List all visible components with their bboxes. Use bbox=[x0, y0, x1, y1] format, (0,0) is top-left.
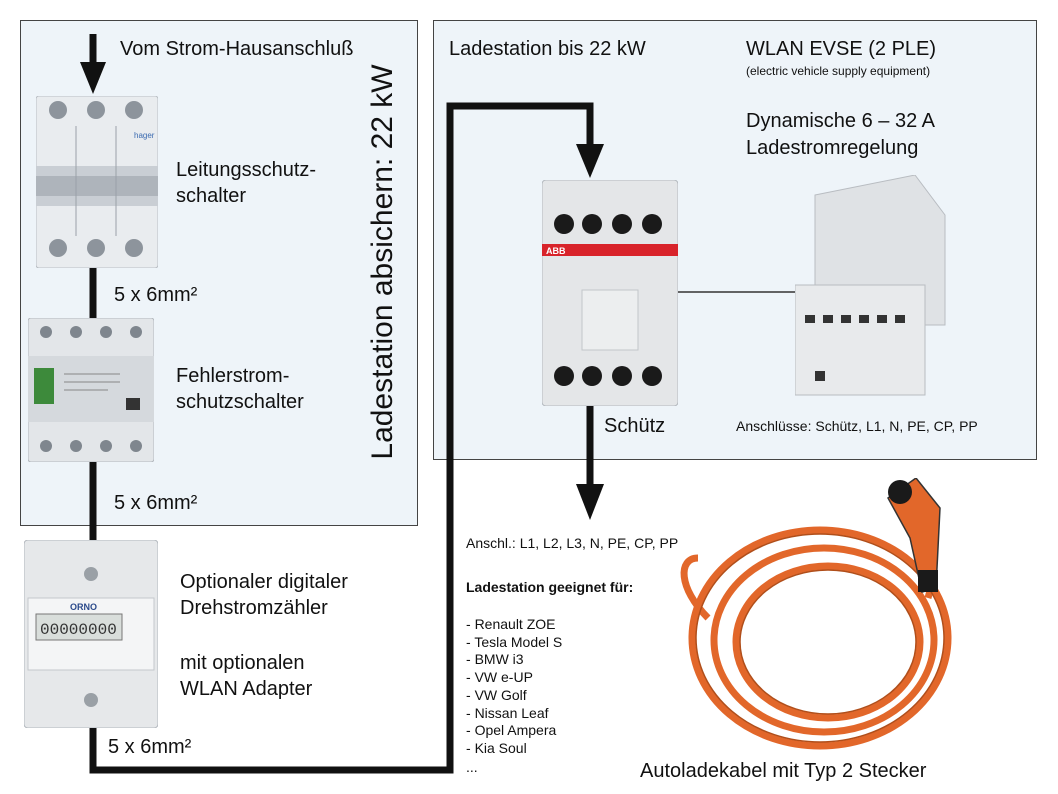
meter-label-3: mit optionalen bbox=[180, 652, 305, 674]
evse-feature-1: Dynamische 6 – 32 A bbox=[746, 110, 935, 132]
evse-subtitle: (electric vehicle supply equipment) bbox=[746, 64, 931, 78]
evse-device bbox=[795, 175, 946, 396]
cable-label: Autoladekabel mit Typ 2 Stecker bbox=[640, 760, 927, 782]
mcb-brand-text: hager bbox=[134, 131, 155, 140]
vehicle-item: Tesla Model S bbox=[466, 634, 562, 652]
vehicle-item: Opel Ampera bbox=[466, 722, 562, 740]
evse-connections: Anschlüsse: Schütz, L1, N, PE, CP, PP bbox=[736, 418, 978, 434]
mcb-label-1: Leitungsschutz- bbox=[176, 159, 317, 181]
cable-spec-2: 5 x 6mm² bbox=[114, 492, 198, 514]
vehicle-item: BMW i3 bbox=[466, 651, 562, 669]
arrow-house-feed bbox=[80, 62, 106, 94]
meter-label-1: Optionaler digitaler bbox=[180, 571, 348, 593]
vehicle-item: VW e-UP bbox=[466, 669, 562, 687]
wire-meter-station bbox=[89, 102, 594, 774]
vehicle-list-more: ... bbox=[466, 759, 478, 775]
rcd-label-2: schutzschalter bbox=[176, 391, 304, 413]
rcd-label-1: Fehlerstrom- bbox=[176, 365, 290, 387]
energy-meter-device: 00000000 ORNO bbox=[24, 540, 158, 728]
charging-station-title: Ladestation bis 22 kW bbox=[449, 38, 646, 60]
house-connection-title: Vom Strom-Hausanschluß bbox=[120, 38, 354, 60]
evse-title: WLAN EVSE (2 PLE) bbox=[746, 38, 937, 60]
mcb-label-2: schalter bbox=[176, 185, 247, 207]
contactor-device: ABB bbox=[542, 180, 678, 406]
vehicle-item: Renault ZOE bbox=[466, 616, 562, 634]
suitable-heading: Ladestation geeignet für: bbox=[466, 579, 634, 595]
vehicle-list: Renault ZOE Tesla Model S BMW i3 VW e-UP… bbox=[466, 616, 562, 758]
cable-spec-3: 5 x 6mm² bbox=[108, 736, 192, 758]
charging-cable-image bbox=[680, 478, 952, 750]
meter-display-text: 00000000 bbox=[40, 621, 117, 639]
meter-brand-text: ORNO bbox=[70, 602, 97, 612]
contactor-brand-text: ABB bbox=[546, 246, 566, 256]
arrow-contactor-in bbox=[576, 144, 604, 178]
mcb-device: hager bbox=[36, 96, 158, 268]
rcd-device bbox=[28, 318, 154, 462]
station-connections: Anschl.: L1, L2, L3, N, PE, CP, PP bbox=[466, 535, 679, 551]
contactor-label: Schütz bbox=[604, 415, 666, 437]
meter-label-4: WLAN Adapter bbox=[180, 678, 313, 700]
arrow-station-out bbox=[576, 484, 604, 520]
vehicle-item: VW Golf bbox=[466, 687, 562, 705]
cable-spec-1: 5 x 6mm² bbox=[114, 284, 198, 306]
vehicle-item: Kia Soul bbox=[466, 740, 562, 758]
meter-label-2: Drehstromzähler bbox=[180, 597, 328, 619]
vehicle-item: Nissan Leaf bbox=[466, 705, 562, 723]
evse-feature-2: Ladestromregelung bbox=[746, 137, 919, 159]
